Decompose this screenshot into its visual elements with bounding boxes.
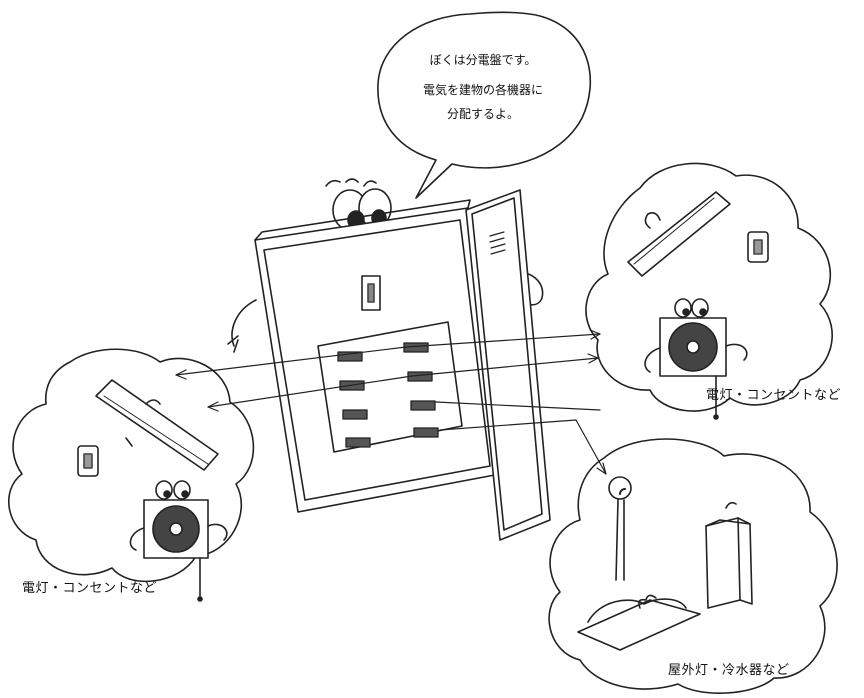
fluorescent-lamp-icon — [627, 191, 731, 277]
fluorescent-lamp-icon — [95, 379, 219, 471]
cloud-right-bottom — [548, 438, 838, 694]
speech-line-1: ぼくは分電盤です。 — [429, 53, 537, 67]
panel-door — [465, 189, 551, 541]
outlet-icon — [747, 231, 769, 263]
fan-icon — [129, 480, 228, 602]
speech-text: ぼくは分電盤です。 電気を建物の各機器に 分配するよ。 — [388, 48, 578, 126]
wiring-arrows — [175, 329, 607, 475]
label-right-top-lighting-outlets: 電灯・コンセントなど — [706, 388, 842, 403]
label-left-lighting-outlets: 電灯・コンセントなど — [22, 581, 158, 596]
fan-icon — [644, 298, 748, 420]
cloud-right-top — [585, 162, 833, 420]
outlet-icon — [77, 445, 99, 477]
water-cooler-icon — [705, 501, 753, 609]
label-outdoor-lamp-water-cooler: 屋外灯・冷水器など — [668, 663, 790, 678]
distribution-panel — [227, 199, 544, 513]
speech-bubble — [377, 11, 592, 199]
speech-line-2: 電気を建物の各機器に — [422, 83, 543, 97]
cloud-left — [7, 348, 255, 602]
speech-line-3: 分配するよ。 — [446, 107, 519, 121]
branch-breakers — [337, 342, 439, 448]
outdoor-lamp-icon — [577, 476, 701, 651]
